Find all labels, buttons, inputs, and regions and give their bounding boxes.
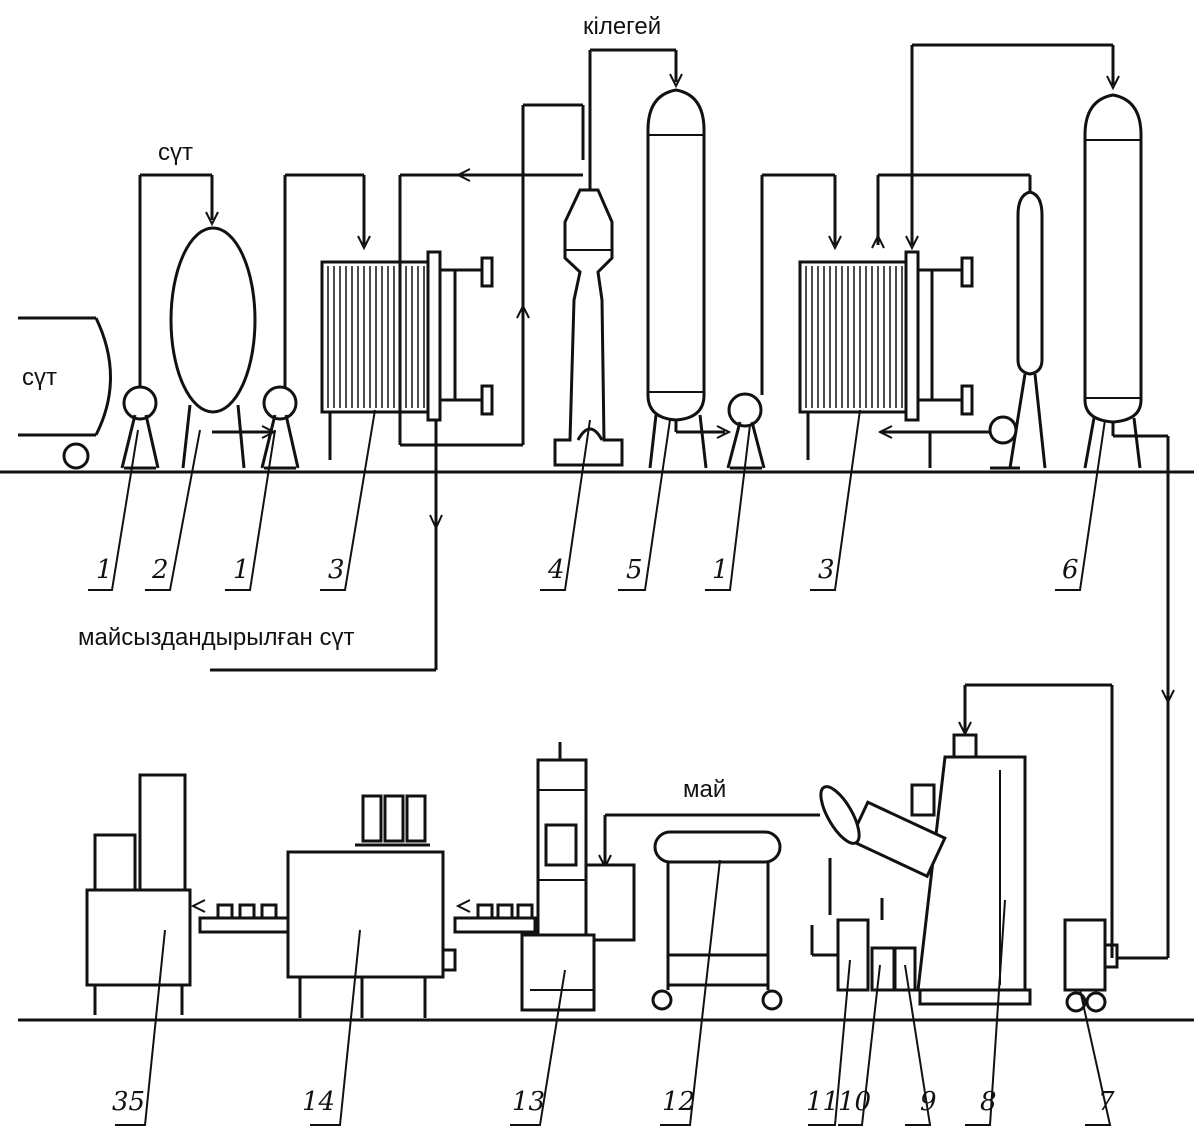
packaging-machine-15 xyxy=(85,773,192,1015)
wrapping-machine-14 xyxy=(286,794,457,1018)
plate-heat-exchanger-3b xyxy=(798,43,1120,468)
num-top-1: 1 xyxy=(96,555,113,585)
label-cream: кілегей xyxy=(583,13,661,40)
num-bottom-1: 35 xyxy=(112,1087,145,1117)
conveyor-14-15 xyxy=(190,899,290,934)
butter-cart-12 xyxy=(651,830,783,1011)
pump-1a xyxy=(120,173,219,470)
num-bottom-9: 7 xyxy=(1098,1087,1115,1117)
num-top-9: 6 xyxy=(1062,555,1079,585)
label-milk-left: сүт xyxy=(22,364,57,391)
callouts-bottom: 35 14 13 12 11 10 9 8 7 xyxy=(112,859,1115,1126)
cart-unit-7 xyxy=(1063,918,1168,1013)
num-bottom-4: 12 xyxy=(662,1087,695,1117)
plate-heat-exchanger-3a xyxy=(320,175,523,460)
storage-tank-5 xyxy=(646,88,732,469)
skim-milk-outlet xyxy=(210,420,443,672)
butter-churn-8 xyxy=(910,683,1114,1006)
milk-tanker: сүт xyxy=(18,316,112,470)
num-top-6: 5 xyxy=(626,555,643,585)
callouts-top: 1 2 1 3 4 5 1 3 6 xyxy=(88,409,1106,591)
conveyor-13-14 xyxy=(453,899,537,934)
separator-pipes xyxy=(400,48,683,445)
num-bottom-7: 9 xyxy=(920,1087,937,1117)
label-milk-top: сүт xyxy=(158,139,193,166)
num-top-7: 1 xyxy=(712,555,729,585)
num-top-4: 3 xyxy=(328,555,345,585)
butter-processor-9-11 xyxy=(598,785,947,992)
num-bottom-5: 11 xyxy=(806,1087,839,1117)
storage-tank-6 xyxy=(1083,93,1175,958)
num-bottom-8: 8 xyxy=(980,1087,997,1117)
separator-4 xyxy=(553,188,624,467)
num-top-8: 3 xyxy=(818,555,835,585)
packing-machine-13 xyxy=(520,742,636,1012)
num-bottom-2: 14 xyxy=(302,1087,335,1117)
pump-1c xyxy=(726,173,842,470)
num-bottom-3: 13 xyxy=(512,1087,545,1117)
num-top-3: 1 xyxy=(233,555,250,585)
spherical-tank-2 xyxy=(169,226,277,469)
pump-1b xyxy=(260,173,371,470)
holding-tube xyxy=(988,190,1047,470)
num-top-5: 4 xyxy=(547,555,565,585)
label-skim-milk: майсыздандырылған сүт xyxy=(78,624,354,651)
num-top-2: 2 xyxy=(151,555,169,585)
num-bottom-6: 10 xyxy=(838,1087,871,1117)
label-butter: май xyxy=(683,776,726,803)
